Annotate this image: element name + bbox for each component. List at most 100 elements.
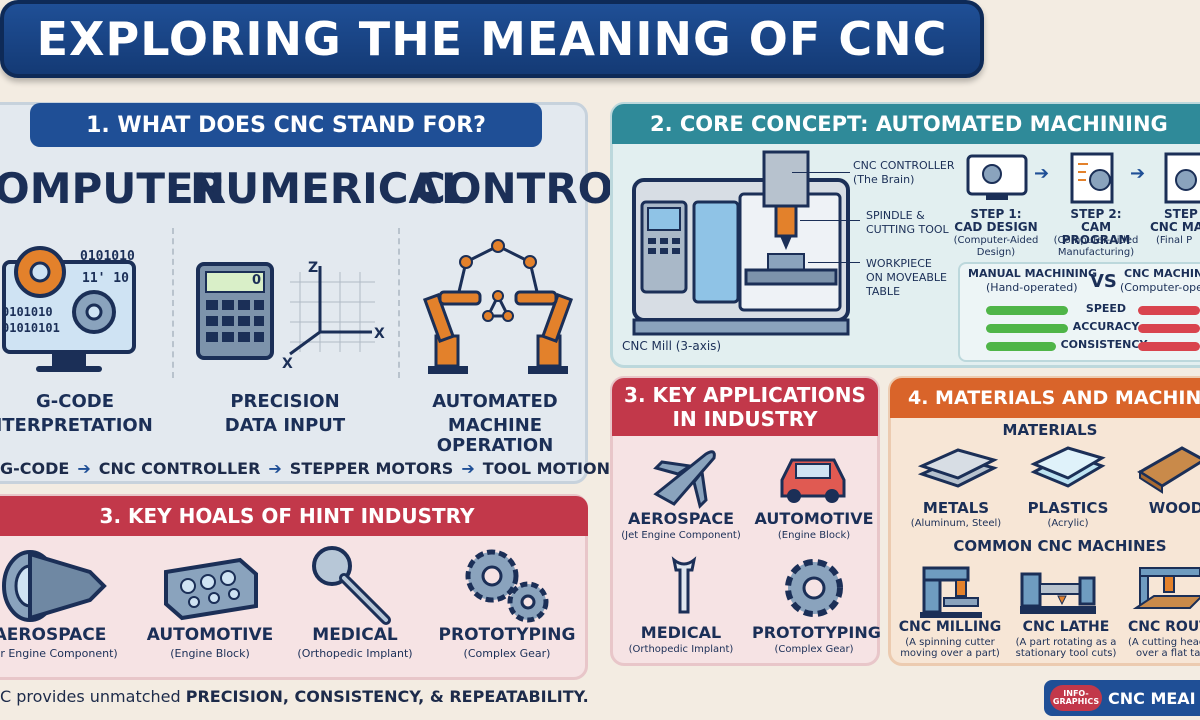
section-4-panel <box>888 376 1200 666</box>
app-label: PROTOTYPING <box>438 625 576 645</box>
calculator-display: 0 <box>252 273 262 288</box>
machine-sub-2: moving over a part) <box>900 648 1000 659</box>
final-part-icon <box>1164 152 1200 204</box>
machine-label: CNC ROUT <box>1128 620 1200 635</box>
step-sub-2: Design) <box>976 247 1016 258</box>
axis-x-label: X <box>374 326 385 342</box>
manual-speed-bar <box>986 306 1068 315</box>
footer-line: C provides unmatched PRECISION, CONSISTE… <box>0 684 720 708</box>
wood-plank-icon <box>1137 446 1200 494</box>
arrow-right-icon: ➔ <box>461 458 475 478</box>
item-label-line2: DATA INPUT <box>224 415 346 436</box>
page-title: EXPLORING THE MEANING OF CNC <box>36 12 948 66</box>
item-label-line1: AUTOMATED <box>432 391 558 412</box>
section-2-heading: 2. CORE CONCEPT: AUTOMATED MACHINING <box>612 104 1200 144</box>
material-sub: (Acrylic) <box>1047 518 1089 529</box>
footer-prefix: C provides unmatched <box>0 686 186 706</box>
step-title-2: CAM PROGRAM <box>1061 220 1131 248</box>
word-computer: OMPUTER <box>0 164 227 213</box>
gear-icon <box>785 559 843 617</box>
app-label: MEDICAL <box>312 625 398 645</box>
step-sub: (Final P <box>1156 235 1193 246</box>
robot-arms-icon <box>422 239 574 374</box>
machine-sub-2: stationary tool cuts) <box>1015 648 1117 659</box>
app-label: AUTOMOTIVE <box>146 625 274 645</box>
compare-row-label: ACCURACY <box>1072 320 1140 333</box>
word-numerical: NUMERICAL <box>190 164 468 213</box>
compare-left-sub: (Hand-operated) <box>986 281 1078 294</box>
item-label-line2: NTERPRETATION <box>0 415 153 436</box>
spindle-label-2: CUTTING TOOL <box>866 223 949 236</box>
app-sub: (Complex Gear) <box>774 644 854 655</box>
workpiece-label-2: ON MOVEABLE <box>866 271 947 284</box>
computer-gear-icon <box>2 246 136 372</box>
compare-left-title: MANUAL MACHINING <box>968 267 1097 280</box>
plastic-sheet-icon <box>1030 446 1106 488</box>
orthopedic-implant-icon <box>312 546 391 625</box>
item-label-line1: PRECISION <box>230 391 340 412</box>
controller-label: CNC CONTROLLER <box>853 159 955 172</box>
milling-machine-icon <box>920 566 982 618</box>
section-1-heading: 1. WHAT DOES CNC STAND FOR? <box>30 103 542 147</box>
binary-line: 0101010 <box>2 305 53 319</box>
arrow-right-icon: ➔ <box>1130 163 1146 184</box>
callout-line <box>792 172 850 173</box>
app-sub: (Jet Engine Component) <box>621 530 741 541</box>
title-banner: EXPLORING THE MEANING OF CNC <box>0 0 984 78</box>
workpiece-label: WORKPIECE <box>866 257 932 270</box>
step-title: STEP 1: <box>970 207 1022 221</box>
flow-row: G-CODE ➔ CNC CONTROLLER ➔ STEPPER MOTORS… <box>0 456 610 480</box>
cam-program-icon <box>1070 152 1114 204</box>
machine-sub: (A cutting head m <box>1128 637 1200 648</box>
separator <box>398 228 400 378</box>
axis-x2-label: X <box>282 356 293 372</box>
app-sub: (Engine Block) <box>170 647 250 660</box>
app-sub: (Complex Gear) <box>463 647 551 660</box>
step-title: STEP <box>1164 207 1198 221</box>
machines-title: COMMON CNC MACHINES <box>953 537 1167 555</box>
app-sub: r Engine Component) <box>0 647 118 660</box>
section-3b-heading: 3. KEY APPLICATIONS IN INDUSTRY <box>612 378 878 436</box>
app-label: PROTOTYPING <box>752 623 881 642</box>
machine-sub-2: over a flat tab <box>1136 648 1200 659</box>
coordinate-axes-icon <box>289 266 375 356</box>
car-icon <box>780 458 846 503</box>
airplane-icon <box>653 450 716 509</box>
mill-caption: CNC Mill (3-axis) <box>622 339 722 353</box>
gears-icon <box>465 549 549 623</box>
callout-line <box>800 220 860 221</box>
section-3a-heading: 3. KEY HOALS OF HINT INDUSTRY <box>0 496 588 536</box>
router-machine-icon <box>1132 567 1200 609</box>
section-3b-heading-line1: 3. KEY APPLICATIONS <box>624 383 866 407</box>
step-title-2: CNC MACH <box>1150 220 1200 234</box>
cnc-mill-machine-icon <box>632 150 850 336</box>
compare-vs: VS <box>1090 271 1117 292</box>
spindle-label: SPINDLE & <box>866 209 925 222</box>
workpiece-label-3: TABLE <box>866 285 901 298</box>
app-sub: (Orthopedic Implant) <box>628 644 734 655</box>
step-title: STEP 2: <box>1070 207 1122 221</box>
step-sub: (Computer-Aided <box>1053 235 1139 246</box>
compare-row-label: SPEED <box>1085 302 1127 315</box>
machine-label: CNC LATHE <box>1022 619 1110 635</box>
flow-step-gcode: G-CODE <box>0 458 70 478</box>
cnc-accuracy-bar <box>1138 324 1200 333</box>
compare-right-sub: (Computer-opera <box>1120 281 1200 294</box>
step-sub: (Computer-Aided <box>953 235 1039 246</box>
material-sub: (Aluminum, Steel) <box>910 518 1002 529</box>
item-label-line2: MACHINE OPERATION <box>436 415 554 456</box>
calculator-icon <box>196 262 274 360</box>
compare-right-title: CNC MACHINI <box>1124 267 1200 280</box>
controller-sub: (The Brain) <box>853 173 915 186</box>
app-label: AEROSPACE <box>0 625 107 645</box>
app-label: MEDICAL <box>640 623 722 642</box>
callout-line <box>808 262 860 263</box>
arrow-right-icon: ➔ <box>77 458 91 478</box>
arrow-right-icon: ➔ <box>1034 163 1050 184</box>
step-title-2: CAD DESIGN <box>954 220 1038 234</box>
jet-engine-icon <box>2 550 107 622</box>
infographics-logo: INFO- GRAPHICS <box>1050 685 1102 711</box>
flow-step-motion: TOOL MOTION <box>482 458 610 478</box>
word-control: CONTROL <box>415 164 641 213</box>
engine-block-icon <box>164 557 258 621</box>
